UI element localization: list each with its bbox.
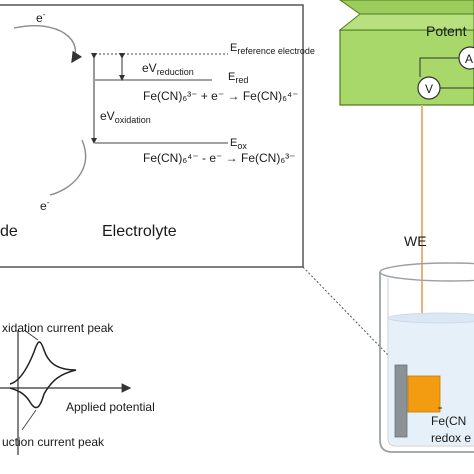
we-label: WE (404, 233, 427, 249)
electron-flow-arc (13, 24, 83, 64)
potentiostat-top-face (339, 0, 474, 15)
voltmeter-icon (417, 76, 441, 100)
beaker-inner-wall (387, 278, 474, 447)
potentiostat-wire (419, 57, 460, 72)
oxidation-peak-label: xidation current peak (2, 321, 114, 335)
cv-curve (9, 341, 77, 409)
reduction-peak-leader (21, 409, 37, 431)
ammeter-label: A (465, 52, 473, 66)
redox-label-line1: Fe(CN (431, 414, 466, 428)
reduction-reaction: Fe(CN)₆³⁻ + e⁻ → Fe(CN)₆⁴⁻ (143, 89, 299, 103)
beaker-wall (379, 272, 474, 453)
energy-diagram-panel: e- Ereference electrode Ered Eox eVreduc… (0, 4, 315, 268)
oxidation-reaction: Fe(CN)₆⁴⁻ - e⁻ → Fe(CN)₆³⁻ (143, 151, 296, 165)
e-ox-label: Eox (230, 137, 247, 151)
electrolyte-label: Electrolyte (102, 223, 177, 240)
beaker: Fe(CN redox e (379, 262, 474, 453)
electron-top-label: e- (36, 10, 46, 25)
ev-reduction-label: eVreduction (142, 61, 194, 77)
e-red-label: Ered (228, 71, 248, 85)
redox-label-line2: redox e (431, 431, 471, 445)
ev-oxidation-label: eVoxidation (100, 109, 151, 125)
electrode-holder (394, 364, 408, 438)
potentiostat: Potent A V (338, 0, 474, 106)
voltammogram: xidation current peak uction current pea… (0, 321, 155, 455)
reduction-peak-label: uction current peak (2, 435, 105, 449)
electrode-label: de (0, 223, 18, 240)
ammeter-icon (458, 46, 474, 70)
potentiostat-front-face (339, 29, 474, 106)
beaker-rim (379, 262, 474, 282)
potentiostat-bevel (338, 13, 474, 31)
energy-panel-border (0, 4, 304, 268)
applied-potential-label: Applied potential (66, 400, 155, 414)
oxidation-peak-leader (23, 329, 39, 341)
electron-flow-arc-lower (49, 139, 87, 196)
reference-electrode-label: Ereference electrode (230, 42, 315, 56)
working-electrode (407, 375, 441, 413)
panel-connector-top (302, 266, 389, 356)
potentiostat-title: Potent (426, 23, 467, 39)
solution-surface (387, 312, 474, 324)
electron-bottom-label: e- (40, 198, 50, 213)
voltmeter-label: V (425, 82, 433, 96)
